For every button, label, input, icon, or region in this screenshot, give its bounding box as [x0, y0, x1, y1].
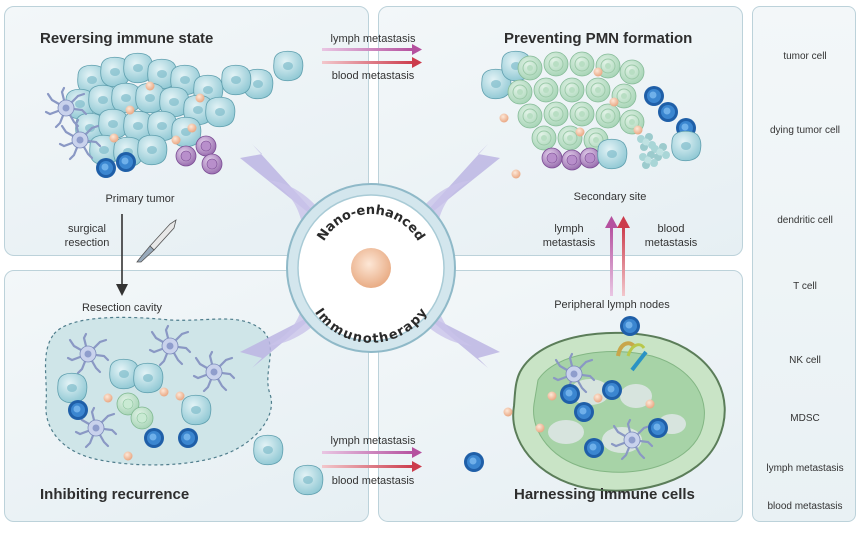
floating-tumor-cell — [253, 434, 284, 466]
blood-metastasis-arrow-vertical — [617, 216, 630, 296]
migrating-t-cell — [620, 316, 640, 336]
label-lymph-metastasis-bottom: lymph metastasis — [330, 435, 416, 447]
lymph-metastasis-arrow-vertical — [605, 216, 618, 296]
title-inhibiting-recurrence: Inhibiting recurrence — [40, 486, 190, 503]
lymph-node-illustration — [512, 331, 726, 492]
legend-panel: tumor cell dying tumor cell dendritic ce… — [752, 6, 856, 522]
legend-label-dying-tumor-cell: dying tumor cell — [769, 125, 841, 136]
caption-peripheral-lymph-nodes: Peripheral lymph nodes — [554, 299, 670, 311]
scalpel-icon — [136, 219, 177, 263]
legend-label-t-cell: T cell — [793, 281, 817, 292]
legend-label-mdsc: MDSC — [790, 413, 820, 424]
label-lymph-metastasis-top: lymph metastasis — [330, 33, 416, 45]
title-preventing-pmn-formation: Preventing PMN formation — [504, 30, 693, 47]
label-blood-metastasis-bottom: blood metastasis — [331, 475, 415, 487]
label-lymph-metastasis-vertical: lymph metastasis — [542, 223, 596, 249]
blood-metastasis-arrow-top — [322, 57, 422, 68]
title-reversing-immune-state: Reversing immune state — [40, 30, 214, 47]
legend-label-blood-metastasis: blood metastasis — [767, 501, 843, 512]
legend-label-tumor-cell: tumor cell — [783, 51, 827, 62]
label-surgical-resection: surgical resection — [64, 223, 110, 249]
legend-label-lymph-metastasis: lymph metastasis — [766, 463, 844, 474]
legend-label-dendritic-cell: dendritic cell — [777, 215, 833, 226]
caption-primary-tumor: Primary tumor — [105, 193, 175, 205]
resection-cavity — [44, 316, 273, 466]
caption-secondary-site: Secondary site — [573, 191, 647, 203]
center-badge — [286, 183, 456, 353]
caption-resection-cavity: Resection cavity — [81, 302, 163, 314]
nanoparticle-icon — [351, 248, 391, 288]
title-harnessing-immune-cells: Harnessing immune cells — [514, 486, 695, 503]
label-blood-metastasis-vertical: blood metastasis — [644, 223, 698, 249]
secondary-site-cluster — [481, 50, 702, 179]
legend-label-nk-cell: NK cell — [789, 355, 821, 366]
surgical-resection-arrow — [116, 214, 128, 296]
label-blood-metastasis-top: blood metastasis — [331, 70, 415, 82]
blood-metastasis-arrow-bottom — [322, 461, 422, 472]
lymph-metastasis-arrow-top — [322, 44, 422, 55]
lymph-metastasis-arrow-bottom — [322, 447, 422, 458]
migrating-t-cell — [464, 452, 484, 472]
nanoparticle — [503, 407, 513, 417]
